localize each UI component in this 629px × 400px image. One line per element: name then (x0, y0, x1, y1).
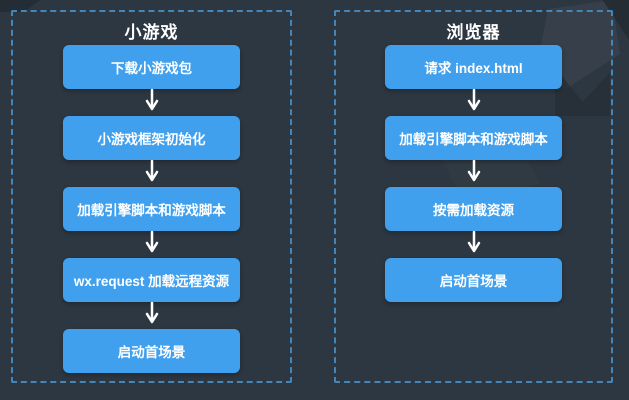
flow-node-request-index: 请求 index.html (385, 45, 562, 89)
flow-node-load-on-demand: 按需加载资源 (385, 187, 562, 231)
down-arrow-icon (143, 160, 161, 187)
flow-node-wx-request: wx.request 加载远程资源 (63, 258, 240, 302)
flow-node-load-scripts: 加载引擎脚本和游戏脚本 (385, 116, 562, 160)
down-arrow-icon (465, 160, 483, 187)
down-arrow-icon (143, 89, 161, 116)
flow-node-framework-init: 小游戏框架初始化 (63, 116, 240, 160)
down-arrow-icon (465, 89, 483, 116)
flow-node-load-scripts: 加载引擎脚本和游戏脚本 (63, 187, 240, 231)
down-arrow-icon (465, 231, 483, 258)
down-arrow-icon (143, 231, 161, 258)
down-arrow-icon (143, 302, 161, 329)
flow-node-launch-scene: 启动首场景 (385, 258, 562, 302)
flow-node-download-package: 下载小游戏包 (63, 45, 240, 89)
flow-node-launch-scene: 启动首场景 (63, 329, 240, 373)
panel-browser-title: 浏览器 (446, 23, 501, 42)
panel-browser: 浏览器 请求 index.html 加载引擎脚本和游戏脚本 按需加载资源 启动首… (334, 10, 613, 383)
panel-minigame: 小游戏 下载小游戏包 小游戏框架初始化 加载引擎脚本和游戏脚本 wx.reque… (11, 10, 292, 383)
panel-minigame-title: 小游戏 (124, 23, 179, 42)
